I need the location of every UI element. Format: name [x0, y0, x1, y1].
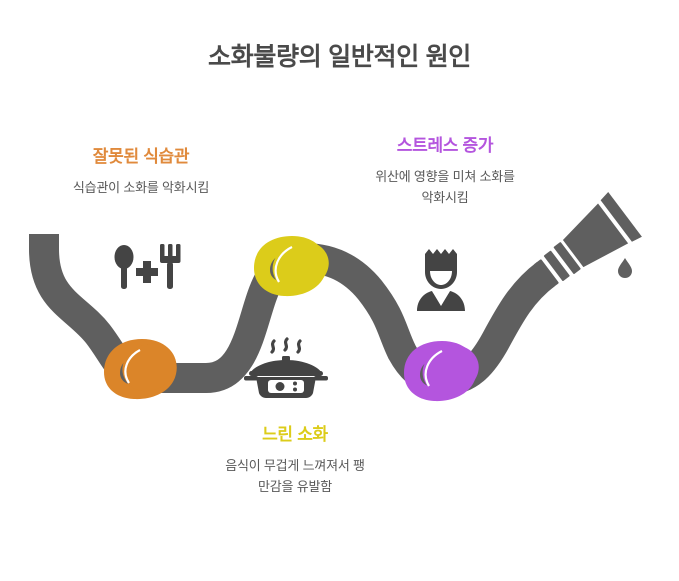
pot-lid [251, 360, 321, 372]
fork-tine-left [160, 244, 165, 259]
pot-body [256, 377, 316, 398]
knot-orange-band [122, 343, 176, 392]
steam-right [296, 339, 302, 354]
nozzle-rib-3 [553, 242, 581, 274]
callout-title-slow: 느린 소화 [262, 425, 328, 444]
knot-purple-highlight [424, 350, 443, 387]
nozzle-drip-drop [618, 258, 632, 278]
callout-wrong-eating-habits: 잘못된 식습관 식습관이 소화를 악화시킴 [16, 146, 266, 198]
knot-purple-band [422, 345, 479, 395]
nozzle-barrel [562, 203, 629, 268]
nozzle-rib-2 [543, 250, 570, 281]
fork-handle [167, 262, 173, 289]
knot-purple-loop [404, 341, 477, 402]
person-collar [432, 290, 450, 306]
knot-yellow-band [272, 241, 329, 291]
callout-title-stress: 스트레스 증가 [396, 136, 494, 155]
steaming-pot-icon [244, 337, 328, 398]
callout-slow-digestion: 느린 소화 음식이 무겁게 느껴져서 팽 만감을 유발함 [170, 424, 420, 497]
pot-led-top [293, 381, 297, 386]
steam-mid [283, 337, 289, 352]
spoon-fork-plus-icon [114, 244, 181, 289]
callout-increased-stress: 스트레스 증가 위산에 영향을 미쳐 소화를 악화시킴 [330, 135, 560, 208]
page-title: 소화불량의 일반적인 원인 [208, 43, 471, 71]
pot-panel [268, 380, 304, 393]
steam-left [270, 339, 276, 354]
spoon-bowl [114, 245, 134, 269]
hose-left-end-cap [29, 234, 59, 250]
pot-led-bottom [293, 387, 297, 392]
person-chef-icon [417, 249, 465, 311]
knot-yellow-highlight [274, 246, 293, 283]
person-hair [425, 249, 457, 289]
spoon-handle [121, 266, 127, 289]
callout-description-slow: 음식이 무겁게 느껴져서 팽 만감을 유발함 [225, 458, 365, 494]
nozzle-tip [600, 192, 642, 242]
knot-purple [404, 341, 479, 402]
pot-knob [282, 356, 290, 362]
knot-orange [104, 339, 177, 400]
nozzle-rib-1 [534, 259, 559, 288]
fork-neck [160, 256, 181, 263]
knot-yellow-loop [254, 236, 327, 297]
callout-title-habits: 잘못된 식습관 [92, 147, 190, 166]
fork-tine-right [176, 244, 181, 259]
person-smile [430, 271, 452, 285]
hose-nozzle [534, 192, 642, 288]
callout-description-stress: 위산에 영향을 미쳐 소화를 악화시킴 [375, 169, 515, 205]
knot-orange-highlight [124, 349, 141, 384]
hose-path-group [29, 234, 556, 395]
hose-path [29, 243, 556, 395]
fork-tine-mid [168, 244, 173, 259]
knot-yellow [254, 236, 329, 297]
knot-orange-loop [104, 339, 177, 400]
pot-handle-left [244, 376, 258, 381]
plus-sign [136, 261, 158, 283]
person-body [417, 291, 465, 311]
pot-handle-right [314, 376, 328, 381]
pot-dial [275, 382, 285, 391]
pot-lid-rim [249, 371, 323, 376]
callout-description-habits: 식습관이 소화를 악화시킴 [72, 180, 210, 195]
